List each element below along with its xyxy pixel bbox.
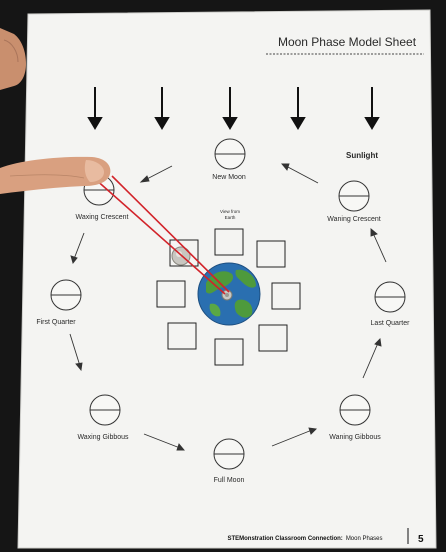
- label-waning-gibbous: Waning Gibbous: [329, 434, 381, 441]
- view-label-line1: View from: [220, 209, 240, 214]
- footer-brand: STEMonstration Classroom Connection: Moon…: [227, 536, 382, 542]
- label-first-quarter: First Quarter: [36, 319, 76, 326]
- sunlight-label: Sunlight: [346, 151, 378, 160]
- footer-brand-text: STEMonstration Classroom Connection:: [227, 536, 342, 542]
- label-last-quarter: Last Quarter: [371, 320, 411, 327]
- label-waning-crescent: Waning Crescent: [327, 216, 380, 223]
- label-waxing-gibbous: Waxing Gibbous: [77, 434, 129, 441]
- page-number: 5: [418, 534, 424, 545]
- footer-topic: Moon Phases: [346, 536, 383, 542]
- view-label-line2: Earth: [225, 215, 236, 220]
- label-full-moon: Full Moon: [214, 477, 245, 484]
- label-new-moon: New Moon: [212, 174, 246, 181]
- label-waxing-crescent: Waxing Crescent: [75, 214, 128, 221]
- sheet-title: Moon Phase Model Sheet: [278, 35, 417, 49]
